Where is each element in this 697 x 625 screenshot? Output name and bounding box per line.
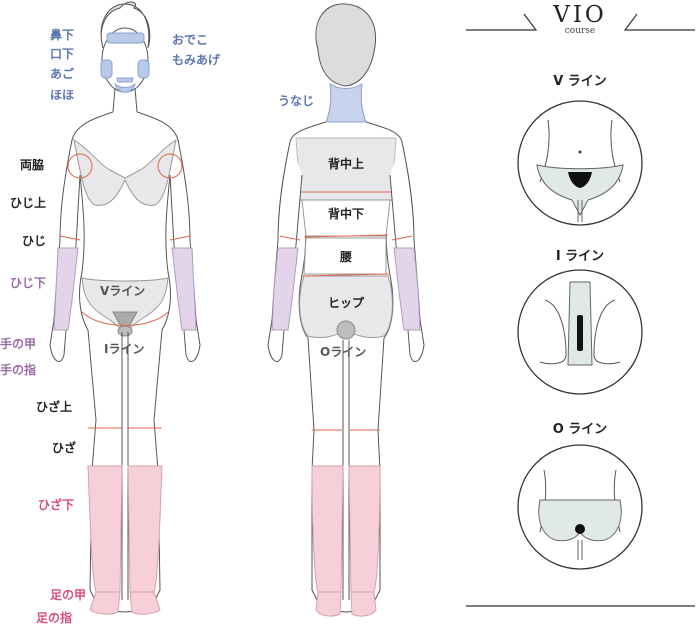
vio-title: VIO [553,2,607,28]
front-i-zone [117,325,133,337]
front-armpit-left [67,153,93,179]
front-bra [73,138,177,206]
vio-top-right-rule [623,13,695,31]
label-toes: 足の指 [36,611,73,625]
back-o-zone [336,320,356,340]
zone-upper-lip [116,77,134,83]
back-neck-zone [325,83,367,123]
label-chin: あご [50,67,75,81]
front-foot-left [89,591,121,615]
back-elbow-right [391,235,413,241]
zone-cheek-left [100,59,113,79]
label-elbow: ひじ [22,234,47,248]
back-right-forearm-zone [393,247,421,331]
label-mouth-under: 口下 [50,47,75,61]
label-above-knee: ひざ上 [36,400,73,414]
label-cheek: ほほ [50,88,75,102]
vio-top-left-rule [466,13,538,31]
back-lower-zone [301,199,391,237]
zone-forehead [106,32,145,44]
back-foot-right [350,591,377,617]
front-neck [112,87,138,113]
panel-v-zone [568,172,592,188]
panel-o-label: O ライン [552,422,608,437]
label-front-v-line: Vライン [100,284,146,298]
label-nape: うなじ [278,94,315,108]
label-front-i-line: Iライン [104,342,145,356]
label-sideburns: もみあげ [172,53,221,67]
front-elbow-right [169,235,191,241]
panel-v-label: V ライン [553,74,607,89]
panel-i-line [517,269,643,395]
back-waist-line-top [303,234,389,238]
front-inner-leg [121,332,129,600]
panel-v-legs [577,200,583,222]
zone-chin [114,82,136,93]
front-hair [100,1,151,49]
label-hip: ヒップ [328,296,365,310]
panel-i-thigh-right [593,299,621,365]
panel-i-thigh-left [539,299,567,365]
back-left-forearm-zone [271,247,299,331]
front-armpit-right [157,153,183,179]
label-fingers: 手の指 [0,363,37,377]
back-hair [315,3,376,87]
back-lower-leg-left [311,465,344,593]
front-left-forearm-zone [53,247,79,331]
back-elbow-left [279,235,301,241]
front-lower-leg-left [87,465,123,593]
panel-i-zone [577,315,583,351]
label-waist: 腰 [340,250,353,264]
label-upper-elbow: ひじ上 [10,196,47,210]
label-back-o-line: Oライン [320,345,367,359]
front-foot-right [129,591,161,615]
front-lower-leg-right [127,465,163,593]
vio-decor [466,13,695,607]
back-inner-leg [342,340,350,600]
back-foot-left [315,591,342,617]
label-lower-elbow: ひじ下 [10,276,47,290]
label-nose-under: 鼻下 [50,28,75,42]
label-armpits: 両脇 [20,158,45,172]
front-underwear [81,277,169,333]
panel-v-line [517,100,643,226]
label-top-of-foot: 足の甲 [50,588,87,602]
label-knee: ひざ [52,441,77,455]
panel-o-legs [577,540,583,560]
label-upper-back: 背中上 [328,157,365,171]
panel-i-label: I ライン [555,249,605,264]
back-figure [267,3,425,617]
label-below-knee: ひざ下 [38,498,75,512]
panel-v-navel [578,150,582,154]
back-lower-leg-right [348,465,381,593]
label-lower-back: 背中下 [328,207,365,221]
back-bra-strap [299,191,393,201]
front-elbow-left [59,235,81,241]
label-back-of-hand: 手の甲 [0,337,37,351]
back-waist-line-bottom [301,273,391,277]
front-right-forearm-zone [171,247,197,331]
panel-v-underwear [536,164,624,217]
panel-o-zone [575,524,585,534]
front-bikini-line [81,311,169,326]
label-forehead: おでこ [172,33,209,47]
zone-cheek-right [137,59,150,79]
front-figure [49,1,201,615]
vio-subtitle: course [564,26,596,36]
panel-o-line [517,444,643,570]
